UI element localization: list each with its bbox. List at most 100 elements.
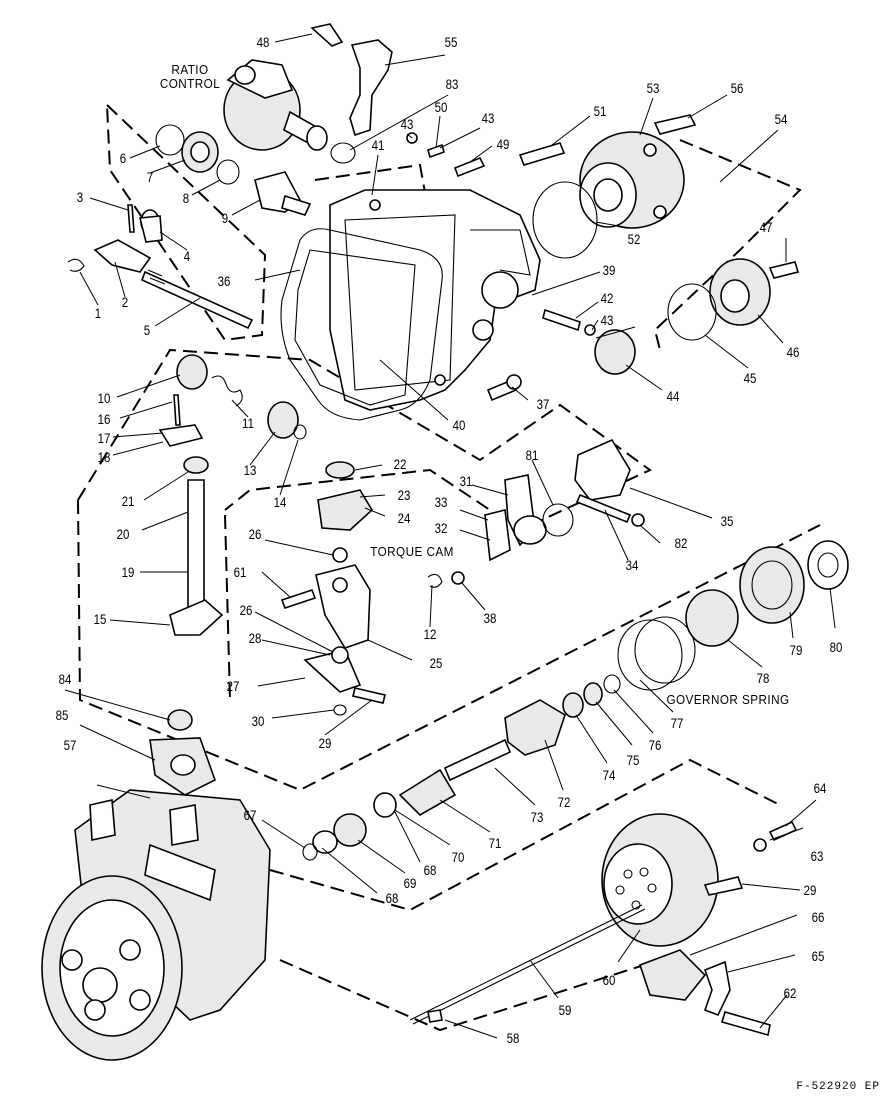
governor-housing — [329, 189, 541, 411]
callout-52: 52 — [627, 231, 641, 247]
callout-2: 2 — [121, 294, 129, 310]
callout-85: 85 — [55, 707, 69, 723]
hub-72 — [504, 699, 566, 756]
block-66 — [638, 949, 707, 1001]
spring-81 — [542, 503, 574, 537]
pin-62 — [721, 1011, 771, 1037]
callout-8: 8 — [182, 190, 190, 206]
bracket-25 — [315, 564, 371, 649]
governor-spring-caption: GOVERNOR SPRING — [666, 692, 790, 707]
callout-59: 59 — [558, 1002, 572, 1018]
callout-58: 58 — [506, 1030, 520, 1046]
callout-7: 7 — [146, 169, 154, 185]
callout-32: 32 — [434, 520, 448, 536]
callout-43b: 43 — [481, 110, 495, 126]
callout-41: 41 — [371, 137, 385, 153]
callout-33: 33 — [434, 494, 448, 510]
callout-42: 42 — [600, 290, 614, 306]
leader-lines — [64, 33, 836, 1039]
ratio-control-caption: RATIO CONTROL — [160, 63, 220, 91]
callout-35: 35 — [720, 513, 734, 529]
ring-74 — [562, 692, 584, 718]
ring-8 — [216, 159, 240, 185]
ring-75 — [583, 682, 603, 706]
group-outline-pump-right — [269, 758, 781, 912]
callout-56: 56 — [730, 80, 744, 96]
group-outline-linkage — [105, 102, 267, 342]
callout-57: 57 — [63, 737, 77, 753]
callout-17: 17 — [97, 430, 111, 446]
callout-10: 10 — [97, 390, 111, 406]
housing-gasket — [280, 228, 443, 421]
callout-49: 49 — [496, 136, 510, 152]
callout-44: 44 — [666, 388, 680, 404]
callout-68a: 68 — [423, 862, 437, 878]
washer-80 — [807, 540, 849, 590]
callout-5: 5 — [143, 322, 151, 338]
callout-54: 54 — [774, 111, 788, 127]
callout-68b: 68 — [385, 890, 399, 906]
callout-38: 38 — [483, 610, 497, 626]
group-outline-governor-upper — [77, 348, 652, 532]
callout-48: 48 — [256, 34, 270, 50]
spring-seat-10 — [176, 354, 208, 390]
callout-21: 21 — [121, 493, 135, 509]
callout-16: 16 — [97, 411, 111, 427]
callout-78: 78 — [756, 670, 770, 686]
callout-13: 13 — [243, 462, 257, 478]
callout-25: 25 — [429, 655, 443, 671]
callout-55: 55 — [444, 34, 458, 50]
callout-70: 70 — [451, 849, 465, 865]
callout-60: 60 — [602, 972, 616, 988]
callout-6: 6 — [119, 150, 127, 166]
callout-75: 75 — [626, 752, 640, 768]
group-outline-cover-right — [653, 139, 802, 351]
callout-69: 69 — [403, 875, 417, 891]
washer-68 — [312, 830, 338, 854]
callout-45: 45 — [743, 370, 757, 386]
callout-37: 37 — [536, 396, 550, 412]
group-outline-ratio-control — [314, 163, 431, 221]
callout-26a: 26 — [248, 526, 262, 542]
callout-1: 1 — [94, 305, 102, 321]
callout-43c: 43 — [600, 312, 614, 328]
callout-29b: 29 — [803, 882, 817, 898]
callout-76: 76 — [648, 737, 662, 753]
callout-31: 31 — [459, 473, 473, 489]
callout-63: 63 — [810, 848, 824, 864]
spring-21 — [183, 456, 209, 474]
shaft-73 — [443, 738, 512, 782]
callout-46: 46 — [786, 344, 800, 360]
callout-19: 19 — [121, 564, 135, 580]
callout-82: 82 — [674, 535, 688, 551]
callout-14: 14 — [273, 494, 287, 510]
callout-62: 62 — [783, 985, 797, 1001]
sleeve-71 — [398, 768, 457, 816]
lever-32 — [484, 509, 511, 562]
lever-2 — [93, 239, 152, 273]
callout-47: 47 — [759, 219, 773, 235]
cup-78 — [685, 589, 739, 647]
callout-50: 50 — [434, 99, 448, 115]
group-outline-pump-bottom — [279, 959, 661, 1032]
callout-22: 22 — [393, 456, 407, 472]
callout-36: 36 — [217, 273, 231, 289]
callout-39: 39 — [602, 262, 616, 278]
callout-67: 67 — [243, 807, 257, 823]
callout-9: 9 — [221, 210, 229, 226]
callout-4: 4 — [183, 248, 191, 264]
figure-code: F-522920 EP — [796, 1081, 880, 1093]
ring-45 — [667, 283, 717, 341]
lever-35 — [574, 438, 631, 501]
callout-77: 77 — [670, 715, 684, 731]
callout-66: 66 — [811, 909, 825, 925]
callout-84: 84 — [58, 671, 72, 687]
rod-19 — [187, 479, 205, 609]
callout-80: 80 — [829, 639, 843, 655]
ring-6 — [155, 124, 185, 156]
washer-69 — [333, 813, 367, 847]
callout-20: 20 — [116, 526, 130, 542]
ratio-control-caption-line2: CONTROL — [159, 76, 221, 91]
callout-73: 73 — [530, 809, 544, 825]
